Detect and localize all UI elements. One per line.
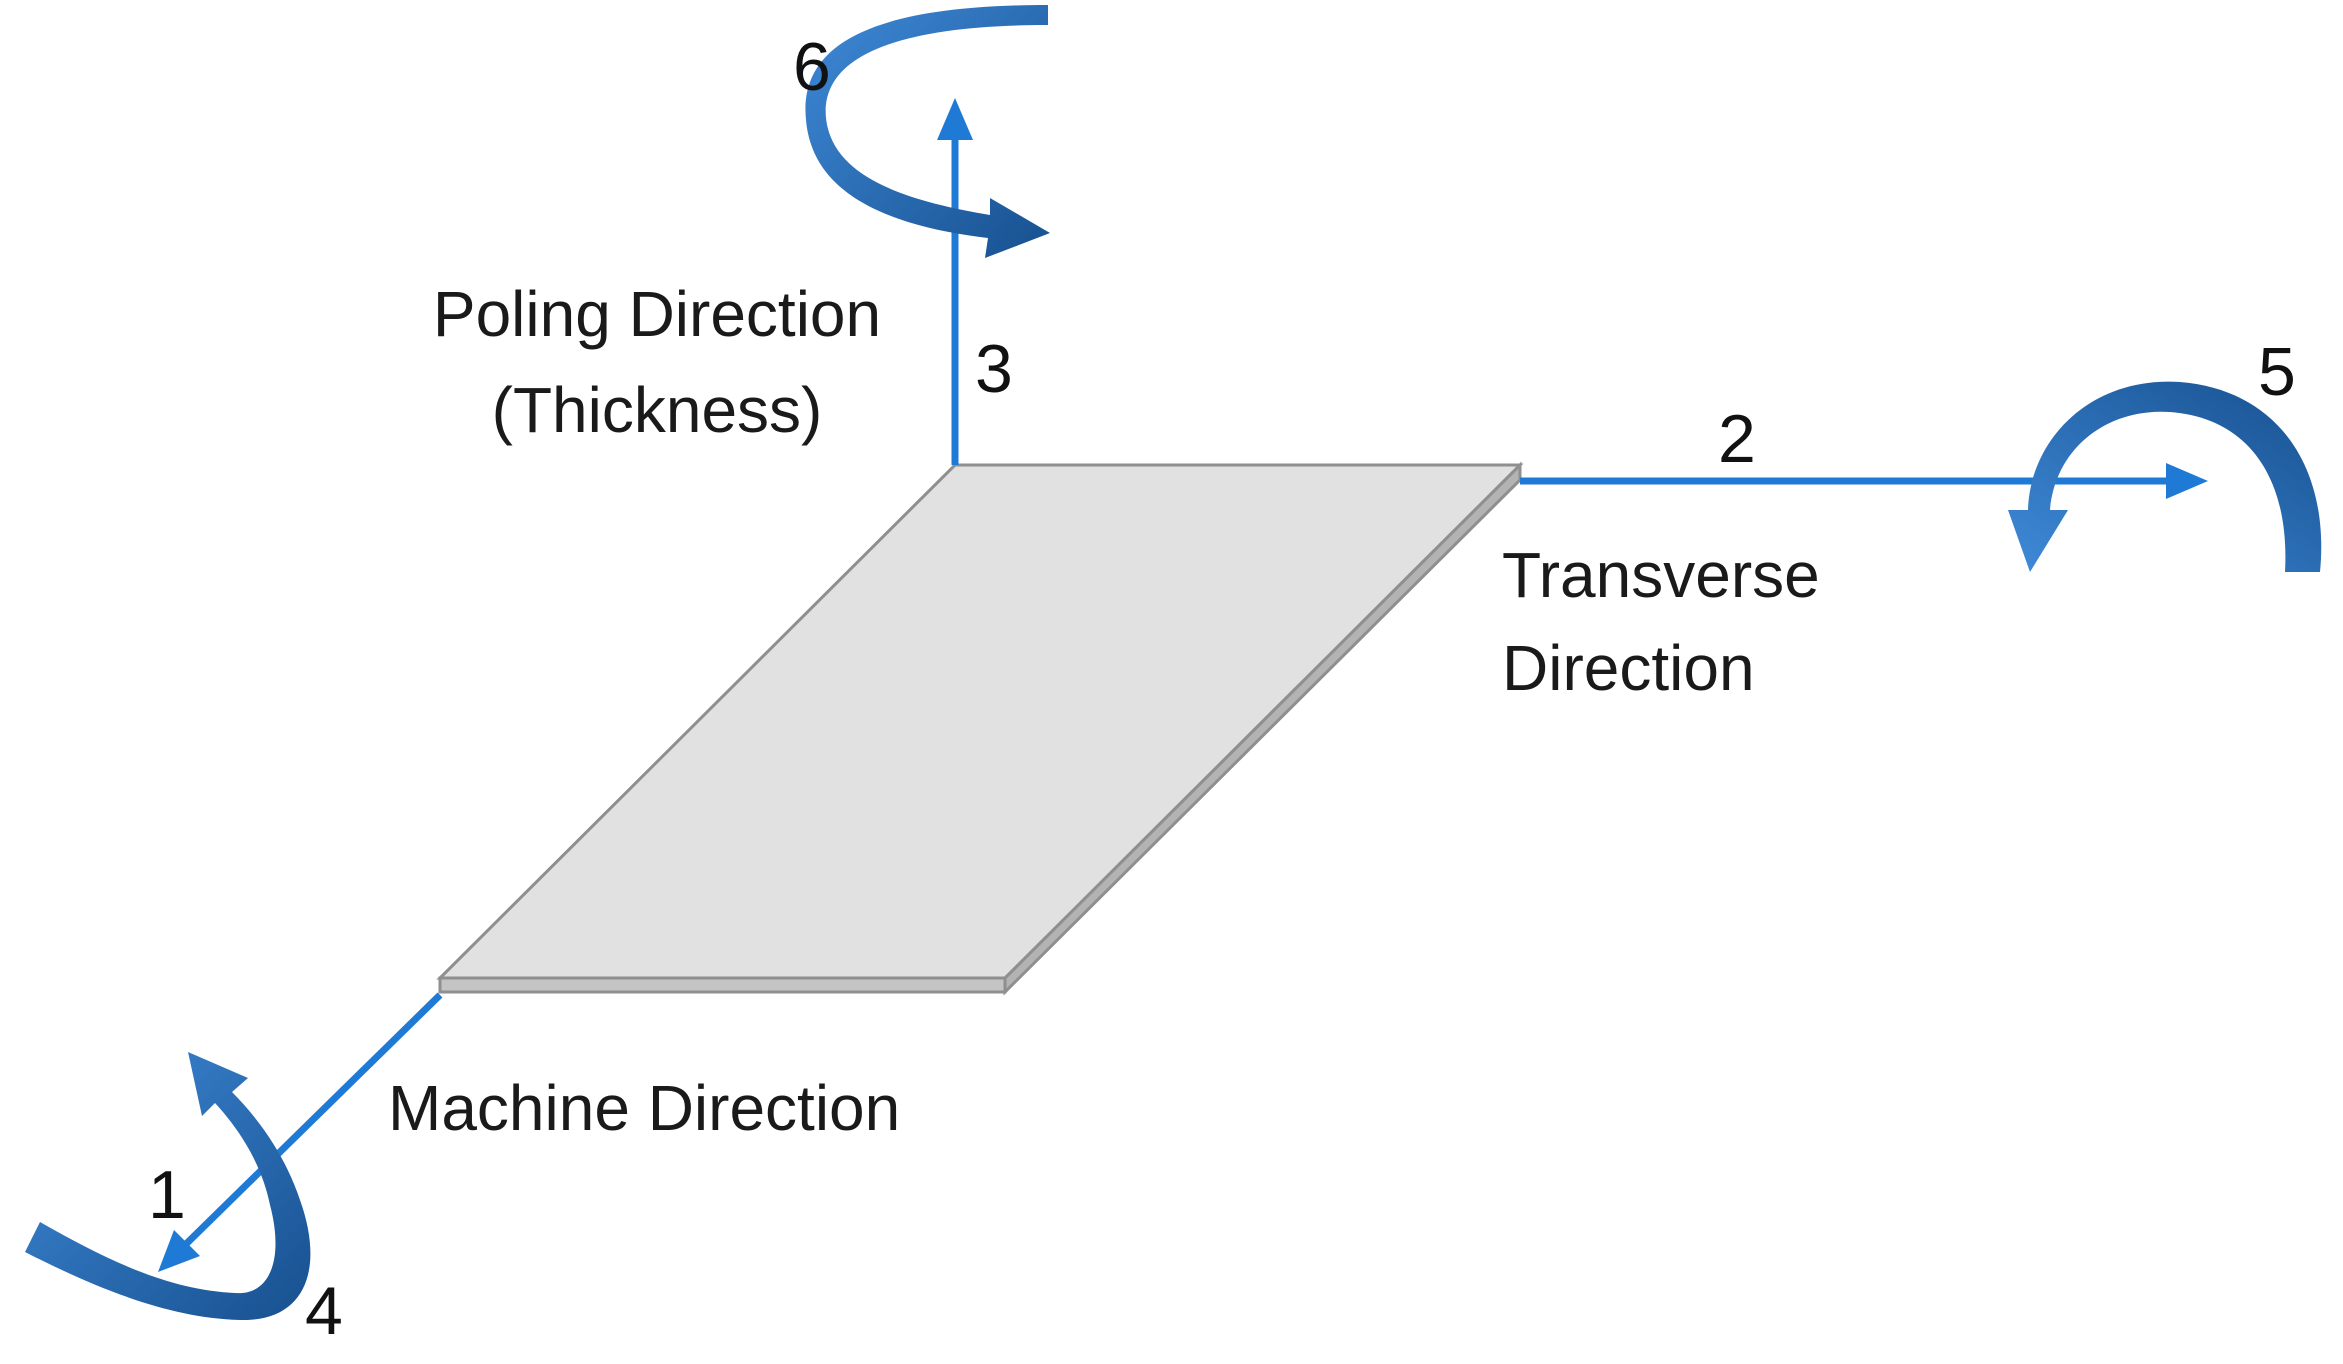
rotation-5-arrow bbox=[2008, 381, 2322, 572]
film-plate bbox=[436, 461, 1524, 996]
axis-2-arrow bbox=[1520, 463, 2208, 499]
axis-3-number: 3 bbox=[975, 331, 1013, 407]
rotation-5-number: 5 bbox=[2258, 334, 2296, 410]
plate-top-face bbox=[436, 463, 1524, 980]
transverse-label: Transverse bbox=[1502, 539, 1820, 611]
axis-1-arrow bbox=[158, 992, 443, 1272]
axis-3-arrow bbox=[937, 98, 973, 465]
poling-direction-label: Poling Direction bbox=[433, 278, 881, 350]
thickness-label: (Thickness) bbox=[492, 374, 823, 446]
machine-direction-label: Machine Direction bbox=[388, 1072, 900, 1144]
plate-front-edge bbox=[438, 976, 1007, 994]
rotation-4-arrow bbox=[25, 1052, 311, 1321]
rotation-6-number: 6 bbox=[793, 29, 831, 105]
rotation-6-arrow bbox=[805, 5, 1050, 258]
axis-2-number: 2 bbox=[1718, 401, 1756, 477]
axis-1-number: 1 bbox=[148, 1157, 186, 1233]
rotation-4-number: 4 bbox=[305, 1273, 343, 1349]
transverse-direction-label: Direction bbox=[1502, 632, 1755, 704]
